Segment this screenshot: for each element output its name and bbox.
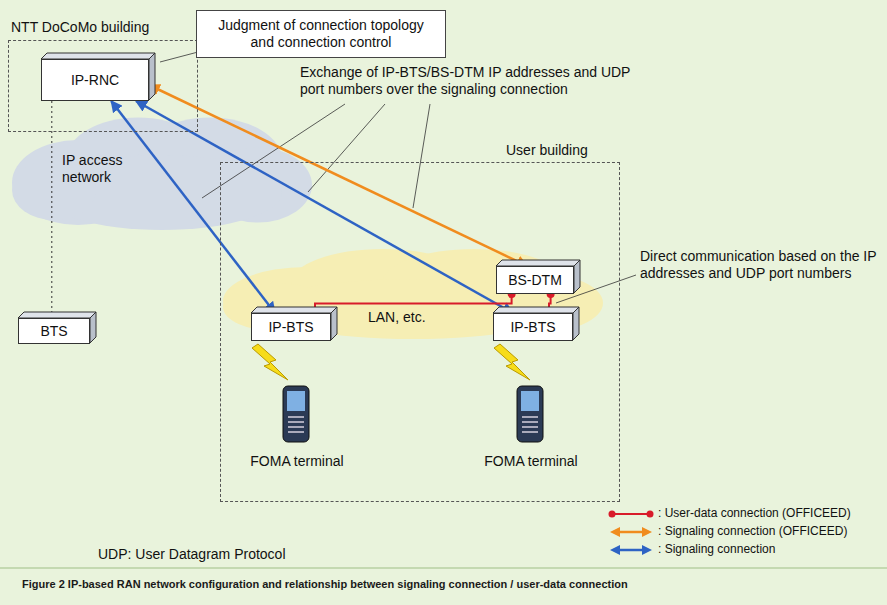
signaling-link — [149, 85, 527, 266]
cloud-lobe — [223, 267, 390, 335]
box-top-face — [41, 53, 155, 59]
phone-icon — [283, 386, 309, 442]
annotation: Exchange of IP-BTS/BS-DTM IP addresses a… — [300, 64, 650, 98]
phone-icon — [517, 386, 543, 442]
terminal-label: FOMA terminal — [471, 453, 591, 469]
caption-rule — [0, 568, 887, 569]
footnote: UDP: User Datagram Protocol — [98, 546, 398, 563]
base-station-box: BTS — [18, 318, 90, 344]
leader-line — [413, 104, 430, 208]
terminal-label: FOMA terminal — [237, 453, 357, 469]
box-side-face — [574, 260, 580, 293]
box-side-face — [573, 307, 579, 340]
node-label: IP-RNC — [71, 72, 119, 88]
node-label: BTS — [40, 323, 67, 339]
building-region: User buildingLAN, etc.BS-DTMIP-BTSIP-BTS… — [220, 162, 620, 502]
legend-sample — [610, 545, 652, 555]
terminal: FOMA terminal — [237, 381, 357, 481]
box-side-face — [90, 312, 96, 343]
radio-bolt — [494, 344, 530, 380]
radio-bolt — [252, 344, 288, 380]
legend-sample — [610, 527, 652, 537]
callout-box: Judgment of connection topology and conn… — [196, 10, 446, 58]
leader-line — [160, 52, 198, 62]
building-region: NTT DoCoMo buildingIP-RNC — [8, 40, 198, 132]
box-top-face — [251, 307, 337, 313]
device-box: BS-DTM — [496, 266, 574, 294]
terminal: FOMA terminal — [471, 381, 591, 481]
signaling-link — [136, 101, 513, 313]
controller-box: IP-RNC — [41, 59, 149, 101]
cloud-label: IP access network — [62, 152, 142, 186]
network-cloud: IP access network — [12, 110, 312, 235]
box-top-face — [496, 260, 580, 266]
cloud-lobe — [138, 118, 282, 203]
cloud-label: LAN, etc. — [368, 309, 458, 326]
box-side-face — [149, 53, 155, 100]
legend-text: : Signaling connection — [658, 542, 775, 556]
node-label: BS-DTM — [508, 272, 562, 288]
node-label: IP-BTS — [510, 319, 555, 335]
legend-text: : User-data connection (OFFICEED) — [658, 506, 851, 520]
figure-caption: Figure 2 IP-based RAN network configurat… — [22, 578, 628, 590]
region-heading: NTT DoCoMo building — [11, 19, 149, 35]
legend-sample — [609, 511, 654, 518]
box-side-face — [331, 307, 337, 340]
base-station-box: IP-BTS — [493, 313, 573, 341]
legend-text: : Signaling connection (OFFICEED) — [658, 524, 847, 538]
node-label: Judgment of connection topology and conn… — [205, 17, 437, 52]
base-station-box: IP-BTS — [251, 313, 331, 341]
region-heading: User building — [506, 142, 588, 158]
box-top-face — [18, 312, 96, 318]
cloud-lobe — [12, 140, 144, 225]
access-link — [51, 101, 52, 318]
box-top-face — [493, 307, 579, 313]
cloud-shape — [12, 110, 312, 235]
annotation: Direct communication based on the IP add… — [640, 248, 880, 282]
node-label: IP-BTS — [268, 319, 313, 335]
